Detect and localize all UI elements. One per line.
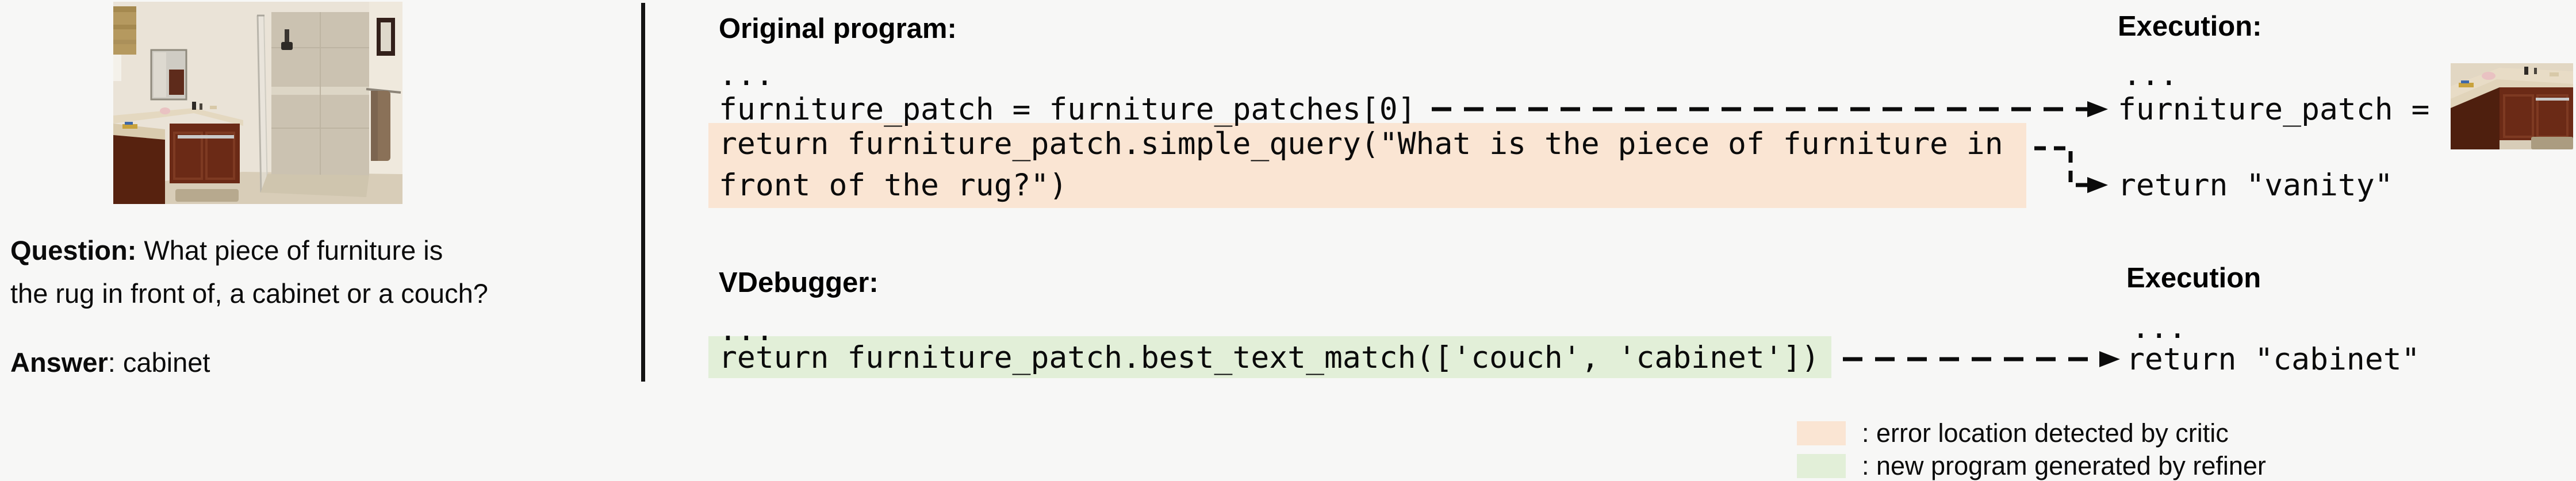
question-text: Question: What piece of furniture is the… [10, 229, 631, 315]
question-label: Question: [10, 235, 137, 265]
answer-text: Answer: cabinet [10, 341, 210, 384]
execution-bottom-return-line: return "cabinet" [2126, 341, 2420, 377]
answer-label: Answer [10, 347, 108, 378]
vdebugger-heading: VDebugger: [719, 267, 879, 298]
answer-rest: : cabinet [108, 347, 210, 378]
panel-divider [641, 3, 645, 382]
trace-arrow-line1 [1432, 101, 2108, 117]
vdebugger-line: return furniture_patch.best_text_match([… [719, 340, 1820, 375]
original-program-heading: Original program: [719, 13, 957, 44]
legend-error-swatch [1797, 421, 1846, 445]
question-line-1-rest: What piece of furniture is [136, 235, 443, 265]
trace-arrow-refined [1843, 351, 2120, 367]
question-line-1: Question: What piece of furniture is [10, 229, 631, 272]
furniture-patch-image [2451, 63, 2573, 149]
question-line-2: the rug in front of, a cabinet or a couc… [10, 278, 488, 309]
refined-highlight-block [708, 336, 1831, 378]
original-program-line-2: return furniture_patch.simple_query("Wha… [719, 126, 2003, 161]
execution-top-return-line: return "vanity" [2118, 167, 2393, 203]
original-program-line-3: front of the rug?") [719, 167, 1068, 203]
legend-refined-swatch [1797, 454, 1846, 478]
execution-top-assign-line: furniture_patch = [2118, 91, 2430, 127]
execution-bottom-heading: Execution [2126, 263, 2261, 294]
bathroom-photo [113, 2, 402, 204]
trace-arrow-elbow [2034, 146, 2108, 193]
original-program-line-1: furniture_patch = furniture_patches[0] [719, 91, 1416, 127]
original-program-ellipsis: ... [719, 57, 774, 93]
furniture-patch-drawing [2451, 63, 2573, 149]
error-highlight-block [708, 123, 2026, 208]
legend-error-label: : error location detected by critic [1862, 418, 2229, 448]
execution-top-heading: Execution: [2118, 11, 2262, 42]
execution-top-ellipsis: ... [2123, 57, 2178, 93]
bathroom-photo-drawing [113, 2, 402, 204]
execution-bottom-ellipsis: ... [2132, 310, 2187, 345]
legend-refined-label: : new program generated by refiner [1862, 451, 2266, 480]
vdebugger-ellipsis: ... [719, 312, 774, 348]
